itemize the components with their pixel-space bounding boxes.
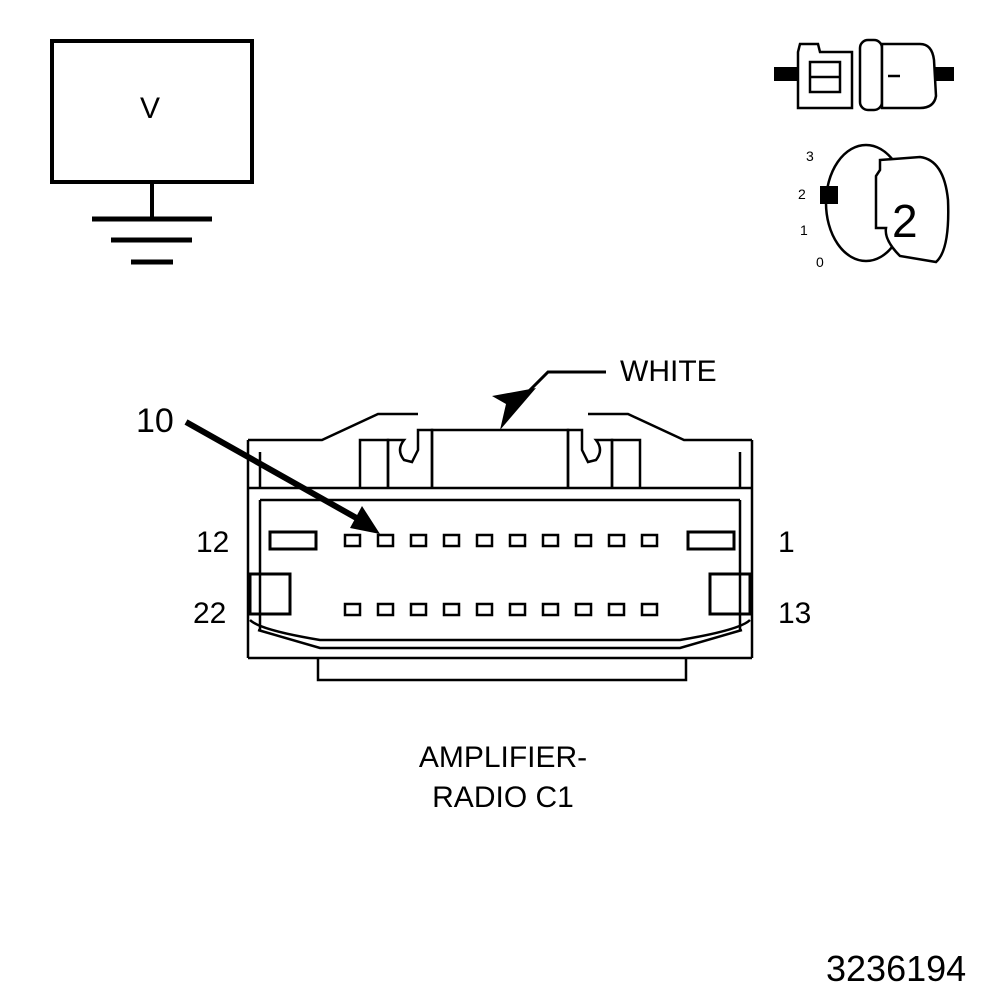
pin-cavity-bottom-4 — [442, 602, 461, 617]
figure-id: 3236194 — [826, 948, 967, 989]
pin-10-arrow — [184, 419, 380, 534]
key-position-1-label: 1 — [800, 222, 808, 238]
connector-title-line-2: RADIO C1 — [432, 781, 574, 814]
pin-label-top-right: 1 — [778, 526, 795, 559]
pin-cavity-bottom-10 — [640, 602, 659, 617]
pin-cavity-top-9 — [607, 533, 626, 548]
connector-title: AMPLIFIER- RADIO C1 — [360, 738, 646, 818]
pin-cavity-top-3 — [409, 533, 428, 548]
pin-cavity-top-10 — [640, 533, 659, 548]
pin-cavity-bottom-7 — [541, 602, 560, 617]
pin-cavity-top-8 — [574, 533, 593, 548]
pin-cavity-bottom-3 — [409, 602, 428, 617]
ignition-key-icon — [820, 143, 950, 264]
pin-callout-label: 10 — [136, 402, 174, 440]
pin-cavity-bottom-9 — [607, 602, 626, 617]
pin-cavity-top-2 — [376, 533, 395, 548]
key-position-0-label: 0 — [816, 254, 824, 270]
pin-cavity-top-7 — [541, 533, 560, 548]
pin-cavity-bottom-1 — [343, 602, 362, 617]
connector-housing — [246, 412, 754, 682]
pin-cavity-bottom-6 — [508, 602, 527, 617]
pin-cavity-top-6 — [508, 533, 527, 548]
ground-symbol — [92, 216, 212, 265]
pin-cavity-top-4 — [442, 533, 461, 548]
pin-cavity-bottom-5 — [475, 602, 494, 617]
key-selected-position: 2 — [892, 195, 918, 247]
white-color-arrow — [492, 370, 606, 430]
pin-cavity-bottom-2 — [376, 602, 395, 617]
voltmeter-label: V — [140, 92, 161, 125]
pin-label-bottom-left: 22 — [193, 597, 227, 630]
connector-color-label: WHITE — [620, 355, 717, 388]
connector-title-line-1: AMPLIFIER- — [418, 741, 588, 774]
pin-cavity-top-5 — [475, 533, 494, 548]
key-position-2-label: 2 — [798, 186, 806, 202]
voltmeter-symbol — [50, 39, 254, 219]
pin-cavities — [343, 533, 659, 617]
pin-label-bottom-right: 13 — [778, 597, 812, 630]
pin-label-top-left: 12 — [196, 526, 230, 559]
pin-cavity-top-1 — [343, 533, 362, 548]
key-position-3-label: 3 — [806, 148, 814, 164]
disconnect-connector-icon — [774, 38, 954, 112]
pin-cavity-bottom-8 — [574, 602, 593, 617]
